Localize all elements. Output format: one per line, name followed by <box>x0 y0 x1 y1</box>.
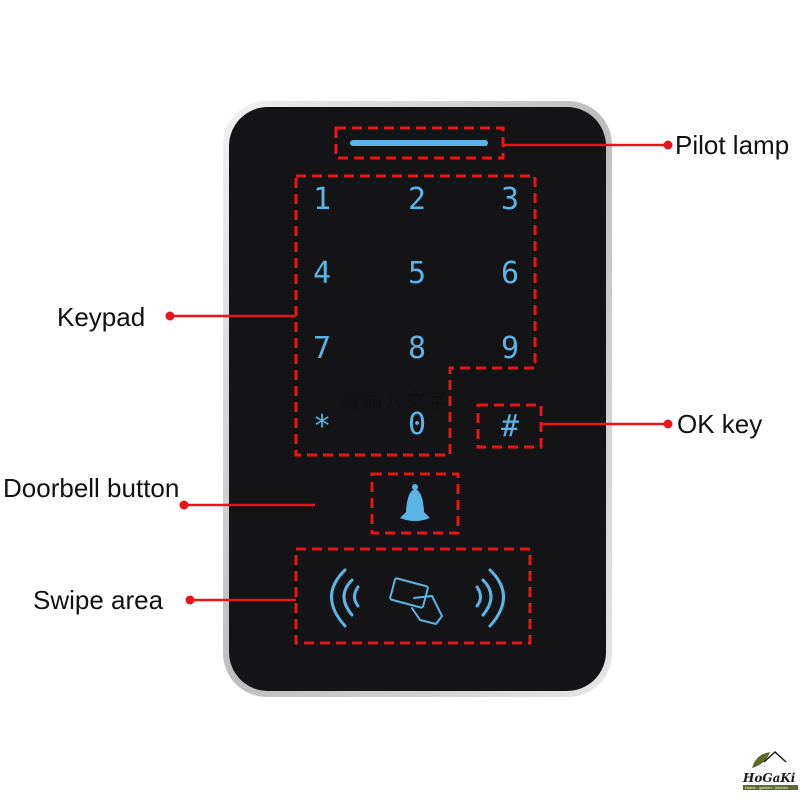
keypad-label: Keypad <box>57 302 145 332</box>
bell-icon[interactable] <box>400 484 430 521</box>
key-0[interactable]: 0 <box>408 407 426 442</box>
doorbell-label: Doorbell button <box>3 473 179 503</box>
ok-key-label: OK key <box>677 409 762 439</box>
ok-key-box <box>476 403 543 449</box>
keypad-box <box>294 174 537 457</box>
key-9[interactable]: 9 <box>501 331 519 366</box>
key-1[interactable]: 1 <box>313 182 331 217</box>
swipe-area-dot <box>185 595 195 605</box>
pilot-lamp-label: Pilot lamp <box>675 130 789 160</box>
key-7[interactable]: 7 <box>313 331 331 366</box>
rfid-waves-left-icon <box>330 568 360 628</box>
key-hash[interactable]: # <box>501 409 519 444</box>
pilot-lamp-dot <box>663 140 673 150</box>
key-8[interactable]: 8 <box>408 331 426 366</box>
key-4[interactable]: 4 <box>313 256 331 291</box>
doorbell-dot <box>179 500 189 510</box>
ok-key-dot <box>663 419 673 429</box>
swipe-area-label: Swipe area <box>33 585 164 615</box>
key-3[interactable]: 3 <box>501 182 519 217</box>
pilot-lamp-box <box>334 126 505 160</box>
key-2[interactable]: 2 <box>408 182 426 217</box>
doorbell-box <box>370 472 460 535</box>
watermark-text: 请输入文字 <box>338 390 448 415</box>
logo-name: HoGaKi <box>742 771 796 785</box>
card-in-hand-icon <box>389 577 444 626</box>
key-6[interactable]: 6 <box>501 256 519 291</box>
house-icon <box>763 750 787 763</box>
leaf-icon <box>752 752 770 768</box>
brand-logo: HoGaKi Home - garden - kitchen <box>742 750 798 790</box>
logo-tagline: Home - garden - kitchen <box>745 785 788 790</box>
key-5[interactable]: 5 <box>408 256 426 291</box>
keypad: 1 2 3 4 5 6 7 8 9 * 0 # <box>313 182 519 444</box>
device-panel <box>229 107 606 691</box>
keypad-dot <box>165 311 175 321</box>
pilot-lamp-light <box>350 140 488 146</box>
swipe-area-box <box>294 547 532 645</box>
key-star[interactable]: * <box>313 409 331 444</box>
rfid-waves-right-icon <box>475 568 505 628</box>
